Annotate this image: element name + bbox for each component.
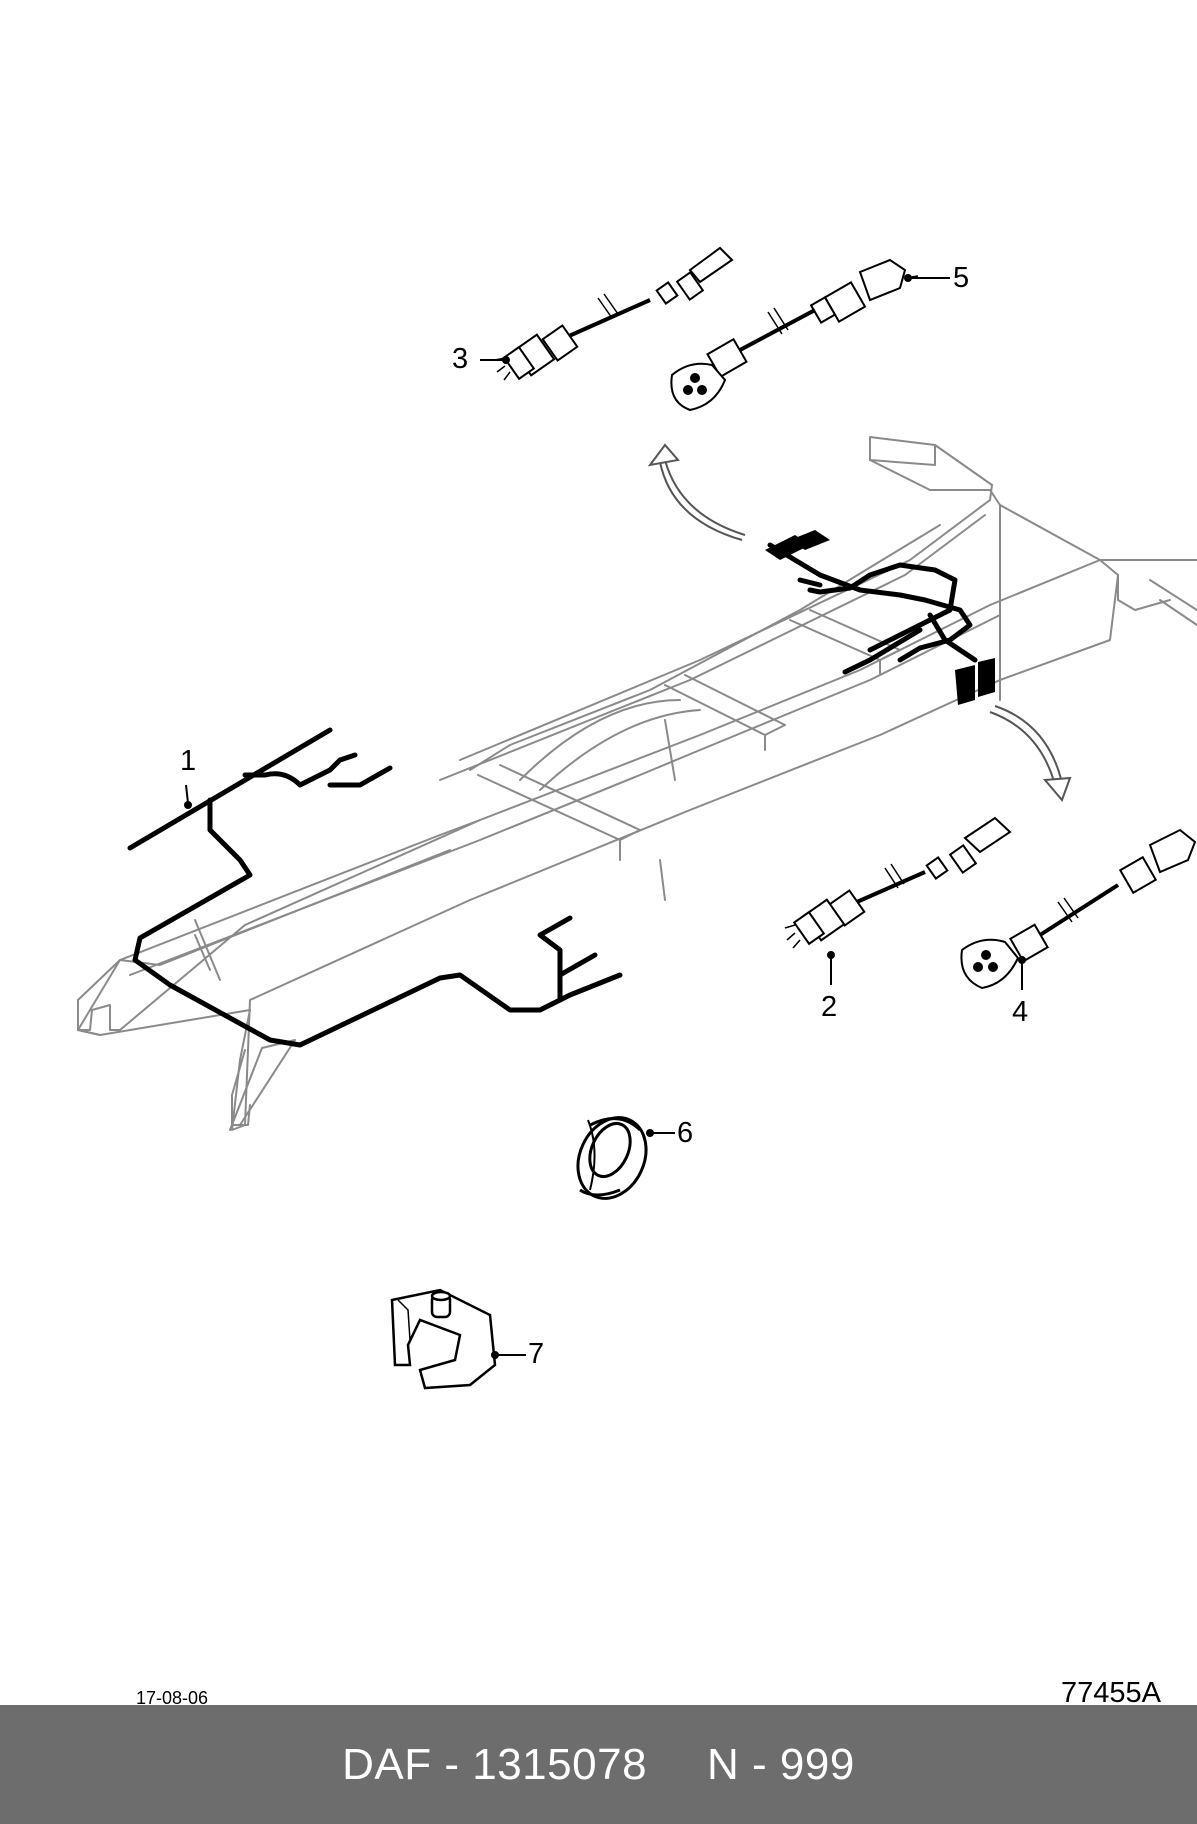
socket-cable-item-5 (670, 258, 919, 412)
drawing-number: 77455A (1061, 1677, 1161, 1709)
sensor-cable-item-3 (494, 246, 734, 381)
date-code: 17-08-06 (136, 1688, 209, 1708)
callout-4: 4 (1012, 996, 1029, 1028)
leader-lines (184, 274, 1026, 1359)
wiring-harness (127, 542, 978, 1048)
sensor-cable-item-2 (784, 816, 1012, 949)
arrows (647, 443, 1072, 802)
footer-variant: N - 999 (707, 1739, 855, 1789)
callout-7: 7 (528, 1338, 545, 1370)
chassis-frame (77, 436, 1197, 1131)
socket-cable-item-4 (960, 828, 1197, 990)
bracket-item-7 (390, 1288, 497, 1390)
footer-part-number: DAF - 1315078 (342, 1739, 648, 1789)
footer-bar: DAF - 1315078 N - 999 (0, 1705, 1197, 1824)
callout-2: 2 (821, 991, 838, 1023)
parts-diagram (77, 246, 1197, 1390)
callout-1: 1 (180, 745, 197, 777)
callout-5: 5 (953, 262, 970, 294)
grommet-item-6 (576, 1116, 648, 1200)
callout-6: 6 (677, 1117, 694, 1149)
callout-3: 3 (452, 343, 469, 375)
harness-connector-blocks (765, 530, 995, 705)
